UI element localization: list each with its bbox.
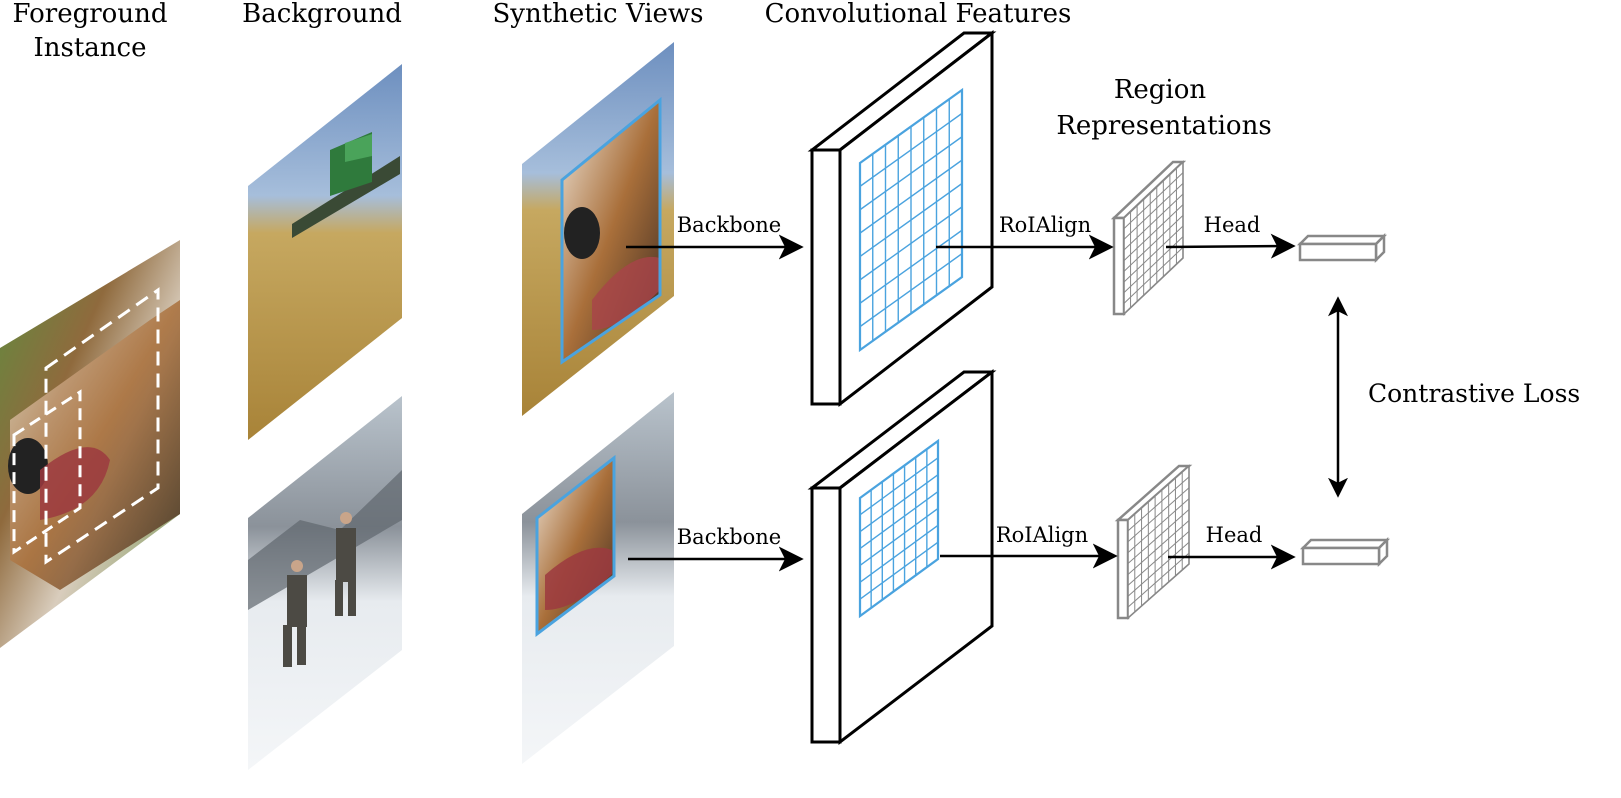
header-synthetic-views: Synthetic Views	[492, 0, 703, 29]
feature-map-bottom	[807, 368, 997, 746]
label-backbone-top: Backbone	[677, 213, 781, 237]
synthetic-view-bottom	[522, 392, 674, 764]
region-representation-top	[1110, 160, 1187, 316]
background-snow-image	[248, 396, 402, 770]
roi-box-top	[560, 96, 662, 365]
roi-feature-grid-bottom	[858, 438, 940, 619]
region-representation-bottom	[1114, 464, 1193, 620]
arrow-head-top	[1165, 233, 1296, 259]
crop-dashed-box-large	[44, 287, 160, 565]
roi-feature-grid-top	[858, 87, 964, 353]
label-contrastive-loss: Contrastive Loss	[1368, 379, 1580, 408]
foreground-dog-image	[0, 240, 180, 648]
header-convolutional-features: Convolutional Features	[765, 0, 1072, 29]
label-roialign-bottom: RoIAlign	[996, 523, 1088, 547]
background-wheat-image	[248, 64, 402, 440]
crop-dashed-box-small	[12, 389, 82, 555]
synthetic-view-top	[522, 42, 674, 416]
header-background: Background	[242, 0, 402, 29]
header-region-line2: Representations	[1056, 111, 1271, 141]
embedding-vector-top	[1296, 232, 1388, 264]
roi-box-bottom	[535, 454, 616, 638]
header-foreground-line1: Foreground	[13, 0, 168, 29]
label-head-bottom: Head	[1206, 523, 1263, 547]
embedding-vector-bottom	[1299, 536, 1391, 568]
header-region-line1: Region	[1114, 75, 1207, 105]
header-foreground-line2: Instance	[33, 33, 146, 63]
feature-map-top	[807, 29, 997, 408]
label-roialign-top: RoIAlign	[999, 213, 1091, 237]
label-head-top: Head	[1204, 213, 1261, 237]
label-backbone-bottom: Backbone	[677, 525, 781, 549]
